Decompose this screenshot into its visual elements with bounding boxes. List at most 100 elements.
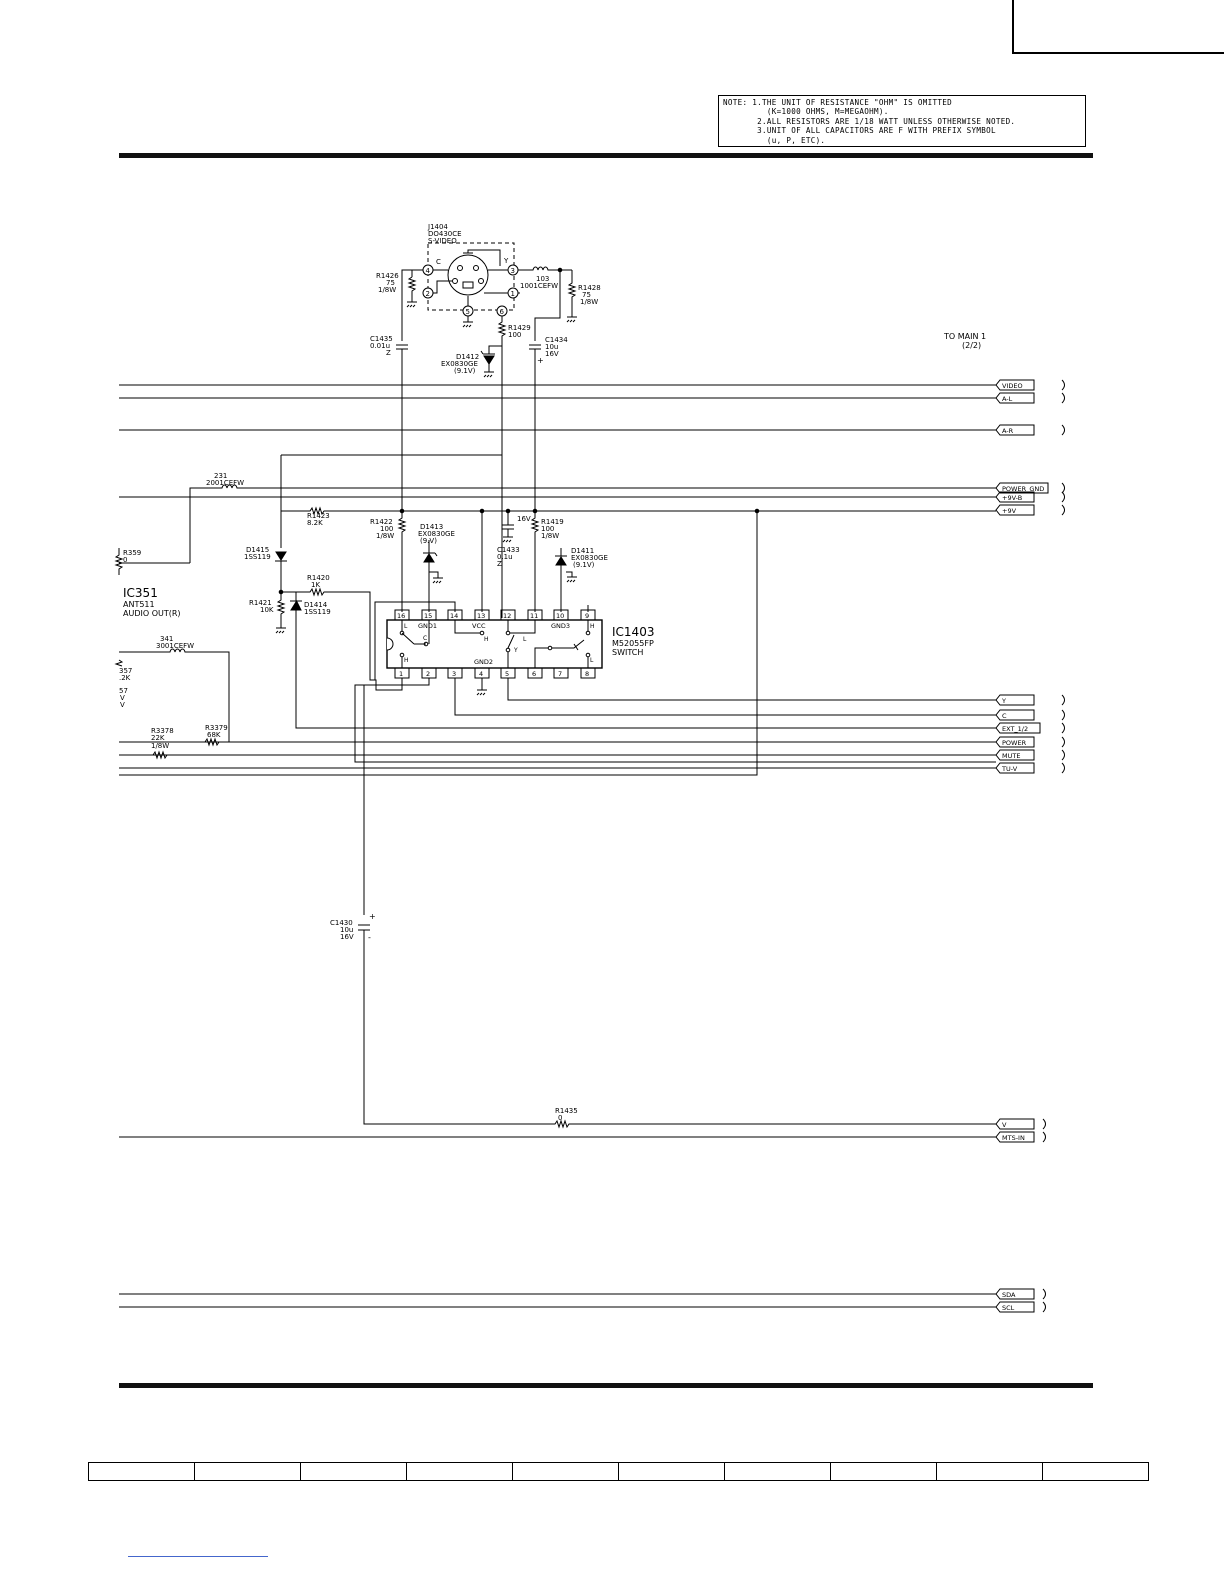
flag-tu-v — [995, 762, 1035, 774]
v16-label: 16V — [517, 515, 531, 523]
d1413-part: EX0830GE — [418, 530, 455, 538]
r1419-w: 1/8W — [541, 532, 559, 540]
ic1403-bottom-pins: 1 2 3 4 5 6 7 8 — [394, 667, 596, 679]
flag-sda — [995, 1288, 1035, 1300]
r1421-ref: R1421 — [249, 599, 272, 607]
ic1403-func: SWITCH — [612, 648, 643, 657]
ic1403-pin12-box — [500, 609, 516, 621]
d1411-v: (9.1V) — [573, 561, 595, 569]
ic351-labels: IC351 ANT511 AUDIO OUT(R) — [123, 586, 181, 618]
capacitor-c1435: C1435 0.01u Z — [370, 335, 408, 517]
note-line-2: (K=1000 OHMS, M=MEGAOHM). — [723, 107, 889, 117]
flag-y-label: Y — [1001, 697, 1006, 705]
ic1403-sw1-h: H — [404, 657, 409, 664]
d1411-part: EX0830GE — [571, 554, 608, 562]
l341-body — [119, 648, 230, 742]
page-corner-box — [1012, 0, 1224, 54]
wire-l103-to-c1434 — [534, 270, 561, 341]
r1422-ref: R1422 — [370, 518, 393, 526]
j1404-part: DO430CE — [428, 230, 462, 238]
r1422-body — [397, 511, 407, 612]
flag-a-r — [995, 424, 1035, 436]
sw3-lines — [534, 620, 589, 668]
r1426-val: 75 — [386, 279, 395, 287]
c1434-plus: + — [537, 356, 544, 365]
sw1-lines — [401, 620, 430, 668]
r1420-body — [281, 587, 403, 691]
r1423-ref: R1423 — [307, 512, 330, 520]
j1404-pin-c-label: C — [436, 258, 441, 266]
j1404-din-body — [447, 254, 489, 296]
r57-frag3: V — [120, 701, 125, 709]
resistor-r1421: R1421 10K — [249, 592, 286, 634]
r1428-val: 75 — [582, 291, 591, 299]
c1434-plates — [529, 344, 541, 350]
flag-power-gnd-label: POWER_GND — [1002, 485, 1044, 493]
grid-cell — [406, 1462, 513, 1481]
ic1403-sw2-y: Y — [513, 647, 518, 654]
wire-9v-to-tu-v — [119, 511, 758, 776]
inductor-l231: 231 2001CEFW — [189, 472, 996, 563]
resistor-r3378: R3378 22K 1/8W — [119, 727, 180, 760]
r57-frag2: V — [120, 694, 125, 702]
node-vcc — [479, 508, 485, 514]
d1414-part: 1SS119 — [304, 608, 331, 616]
r1421-val: 10K — [260, 606, 274, 614]
ic1403-pin2: 2 — [426, 670, 430, 678]
flag-power — [995, 736, 1035, 748]
d1415-ref: D1415 — [246, 546, 269, 554]
j1404-contact-c — [452, 278, 458, 284]
l231-ref: 231 — [214, 472, 227, 480]
left-fragments: 357 .2K 57 V V — [114, 659, 132, 709]
flag-a-l — [995, 392, 1035, 404]
pin4-ground — [476, 678, 487, 696]
d1414-ref: D1414 — [304, 601, 328, 609]
ic1403-pin9: 9 — [585, 612, 589, 620]
grid-cell — [1042, 1462, 1149, 1481]
c1430-val: 10u — [340, 926, 353, 934]
inductor-l103: 103 1001CEFW — [518, 266, 572, 290]
r1420-ref: R1420 — [307, 574, 330, 582]
arrow-scl — [1042, 1301, 1046, 1313]
r1421-ground — [275, 627, 286, 634]
ic1403-sw2-l: L — [523, 636, 527, 643]
wire-pin14 — [374, 601, 456, 680]
flag-power-label: POWER — [1002, 739, 1027, 747]
flag-9v-b — [995, 491, 1035, 503]
r1419-body — [530, 511, 540, 612]
d1415-body — [275, 551, 287, 561]
ic1403-pin14: 14 — [450, 612, 458, 620]
l103-part: 1001CEFW — [520, 282, 558, 290]
flag-video — [995, 379, 1035, 391]
flag-scl-label: SCL — [1002, 1304, 1015, 1312]
ic1403-pin12: 12 — [503, 612, 511, 620]
r1421-body — [276, 592, 286, 628]
arrow-mts-in — [1042, 1131, 1046, 1143]
arrow-ext — [1061, 722, 1065, 734]
l103-ref: 103 — [536, 275, 549, 283]
arrow-power-gnd — [1061, 482, 1065, 494]
r1429-ref: R1429 — [508, 324, 531, 332]
sw3-common — [547, 645, 553, 651]
ic1403-pin9-box — [580, 609, 596, 621]
ic1403-pin11: 11 — [530, 612, 538, 620]
r1429-body — [497, 316, 507, 346]
arrow-9v-b — [1061, 491, 1065, 503]
bottom-grid-table — [88, 1462, 1149, 1481]
ic1403-bottom-wiring — [354, 678, 996, 915]
wire-pin3-to-c — [454, 678, 996, 716]
inductor-l341: 341 3001CEFW — [119, 635, 230, 742]
r359-ref: R359 — [123, 549, 141, 557]
note-line-1: NOTE: 1.THE UNIT OF RESISTANCE "OHM" IS … — [723, 98, 952, 107]
sw1-contact-top — [399, 630, 405, 636]
r1419-val: 100 — [541, 525, 554, 533]
footer-link-underline[interactable] — [128, 1556, 268, 1557]
ic1403-top-pins: 16 15 14 13 12 11 10 9 — [394, 609, 596, 621]
grid-cell — [194, 1462, 301, 1481]
ic1403-pin6-box — [527, 667, 543, 679]
r3378-val: 22K — [151, 734, 165, 742]
r3379-body — [204, 737, 220, 747]
j1404-pin-1-num: 1 — [511, 290, 515, 298]
ic1403-pin15: 15 — [424, 612, 432, 620]
grid-cell — [936, 1462, 1043, 1481]
